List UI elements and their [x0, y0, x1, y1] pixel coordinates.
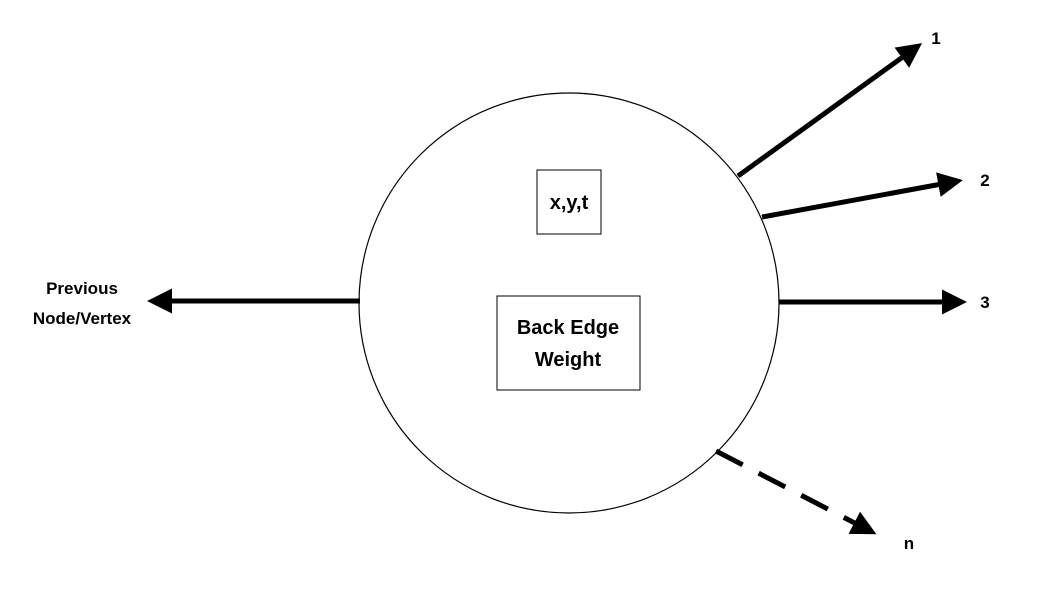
out-edge-arrow-1 [736, 43, 923, 179]
coords-box [536, 169, 602, 235]
out-edge-label-n: n [904, 534, 914, 553]
out-edge-label-2: 2 [980, 171, 989, 190]
out-edge-arrow-n [714, 448, 877, 535]
weight-label-line1: Back Edge [517, 317, 619, 339]
out-edge-label-3: 3 [980, 293, 989, 312]
previous-node-label-line2: Node/Vertex [33, 309, 132, 328]
previous-node-label-line1: Previous [46, 279, 118, 298]
coords-label: x,y,t [550, 192, 589, 214]
out-edge-label-1: 1 [931, 29, 940, 48]
weight-box [496, 295, 641, 391]
out-edge-arrow-2 [761, 172, 963, 220]
weight-label-line2: Weight [535, 349, 602, 371]
